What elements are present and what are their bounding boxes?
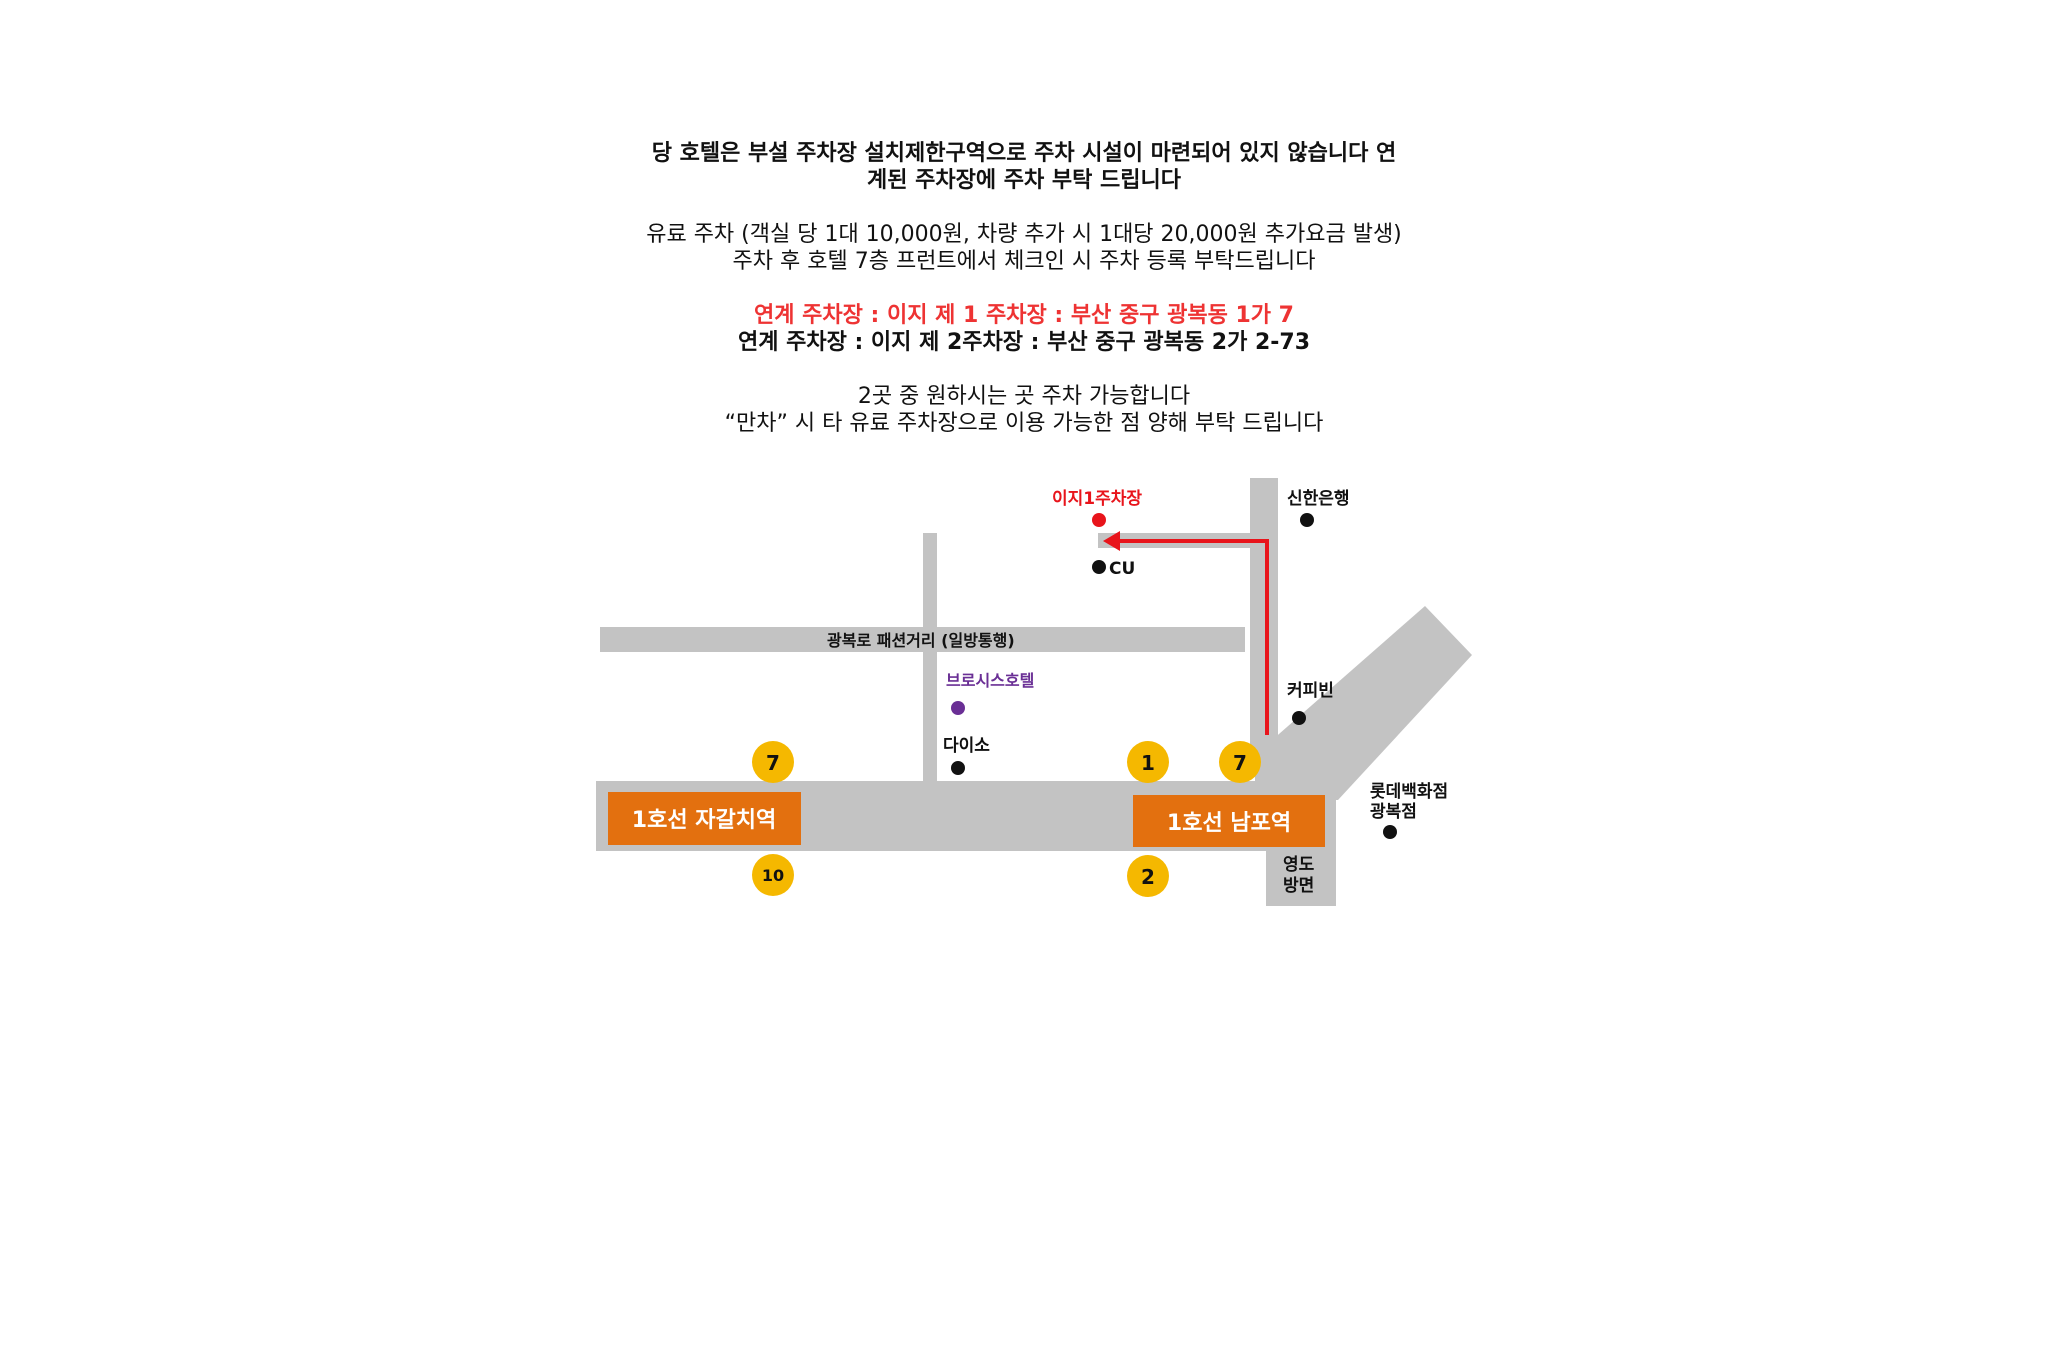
exit-nampo-2: 2 bbox=[1127, 855, 1169, 897]
route-arrowhead bbox=[1103, 531, 1120, 551]
exit-number: 10 bbox=[762, 866, 784, 885]
street-label: 광복로 패션거리 (일방통행) bbox=[827, 631, 1015, 650]
daiso-marker bbox=[951, 761, 965, 775]
exit-nampo-1: 1 bbox=[1127, 741, 1169, 783]
lotte-label-line2: 광복점 bbox=[1370, 802, 1417, 822]
exit-number: 7 bbox=[1233, 751, 1247, 775]
route-arrow bbox=[1103, 531, 1269, 735]
cafe-label: 커피빈 bbox=[1287, 681, 1334, 701]
station-jagalchi bbox=[608, 792, 801, 845]
yeongdo-label-line1: 영도 bbox=[1283, 855, 1315, 875]
notice-line-2: 계된 주차장에 주차 부탁 드립니다 bbox=[867, 168, 1181, 193]
linked-parking-1: 연계 주차장 : 이지 제 1 주차장 : 부산 중구 광복동 1가 7 bbox=[754, 303, 1294, 328]
cu-label: CU bbox=[1109, 559, 1135, 579]
road-fashion-street bbox=[600, 627, 1245, 652]
exit-badge bbox=[1127, 855, 1169, 897]
road-diagonal bbox=[1255, 606, 1472, 800]
exit-badge bbox=[752, 854, 794, 896]
exit-number: 1 bbox=[1141, 751, 1155, 775]
parking-registration-info: 주차 후 호텔 7층 프런트에서 체크인 시 주차 등록 부탁드립니다 bbox=[732, 249, 1316, 274]
parking-label: 이지1주차장 bbox=[1052, 489, 1142, 509]
yeongdo-label-line2: 방면 bbox=[1283, 876, 1314, 896]
paid-parking-info: 유료 주차 (객실 당 1대 10,000원, 차량 추가 시 1대당 20,0… bbox=[646, 222, 1402, 247]
lotte-marker bbox=[1383, 825, 1397, 839]
parking-notice: 당 호텔은 부설 주차장 설치제한구역으로 주차 시설이 마련되어 있지 않습니… bbox=[524, 140, 1524, 437]
hotel-label: 브로시스호텔 bbox=[946, 671, 1034, 690]
linked-parking-2: 연계 주차장 : 이지 제 2주차장 : 부산 중구 광복동 2가 2-73 bbox=[737, 330, 1311, 355]
exit-number: 7 bbox=[766, 751, 780, 775]
hotel-marker bbox=[951, 701, 965, 715]
bank-marker bbox=[1300, 513, 1314, 527]
station-jagalchi-label: 1호선 자갈치역 bbox=[632, 808, 776, 833]
station-nampo bbox=[1133, 795, 1325, 847]
station-nampo-label: 1호선 남포역 bbox=[1167, 811, 1291, 836]
exit-badge bbox=[1219, 741, 1261, 783]
road-vertical-right bbox=[1250, 478, 1278, 775]
exit-jagalchi-7: 7 bbox=[752, 741, 794, 783]
exit-badge bbox=[1127, 741, 1169, 783]
cafe-marker bbox=[1292, 711, 1306, 725]
daiso-label: 다이소 bbox=[943, 736, 990, 756]
parking-marker bbox=[1092, 513, 1106, 527]
parking-choice-info: 2곳 중 원하시는 곳 주차 가능합니다 bbox=[857, 384, 1191, 409]
cu-marker bbox=[1092, 560, 1106, 574]
exit-nampo-7: 7 bbox=[1219, 741, 1261, 783]
exit-badge bbox=[752, 741, 794, 783]
road-vertical-left bbox=[923, 533, 937, 783]
exit-number: 2 bbox=[1141, 865, 1155, 889]
lotte-label-line1: 롯데백화점 bbox=[1370, 782, 1448, 802]
full-parking-info: “만차” 시 타 유료 주차장으로 이용 가능한 점 양해 부탁 드립니다 bbox=[724, 411, 1324, 436]
bank-label: 신한은행 bbox=[1287, 489, 1350, 509]
exit-jagalchi-10: 10 bbox=[752, 854, 794, 896]
notice-line-1: 당 호텔은 부설 주차장 설치제한구역으로 주차 시설이 마련되어 있지 않습니… bbox=[651, 141, 1397, 166]
